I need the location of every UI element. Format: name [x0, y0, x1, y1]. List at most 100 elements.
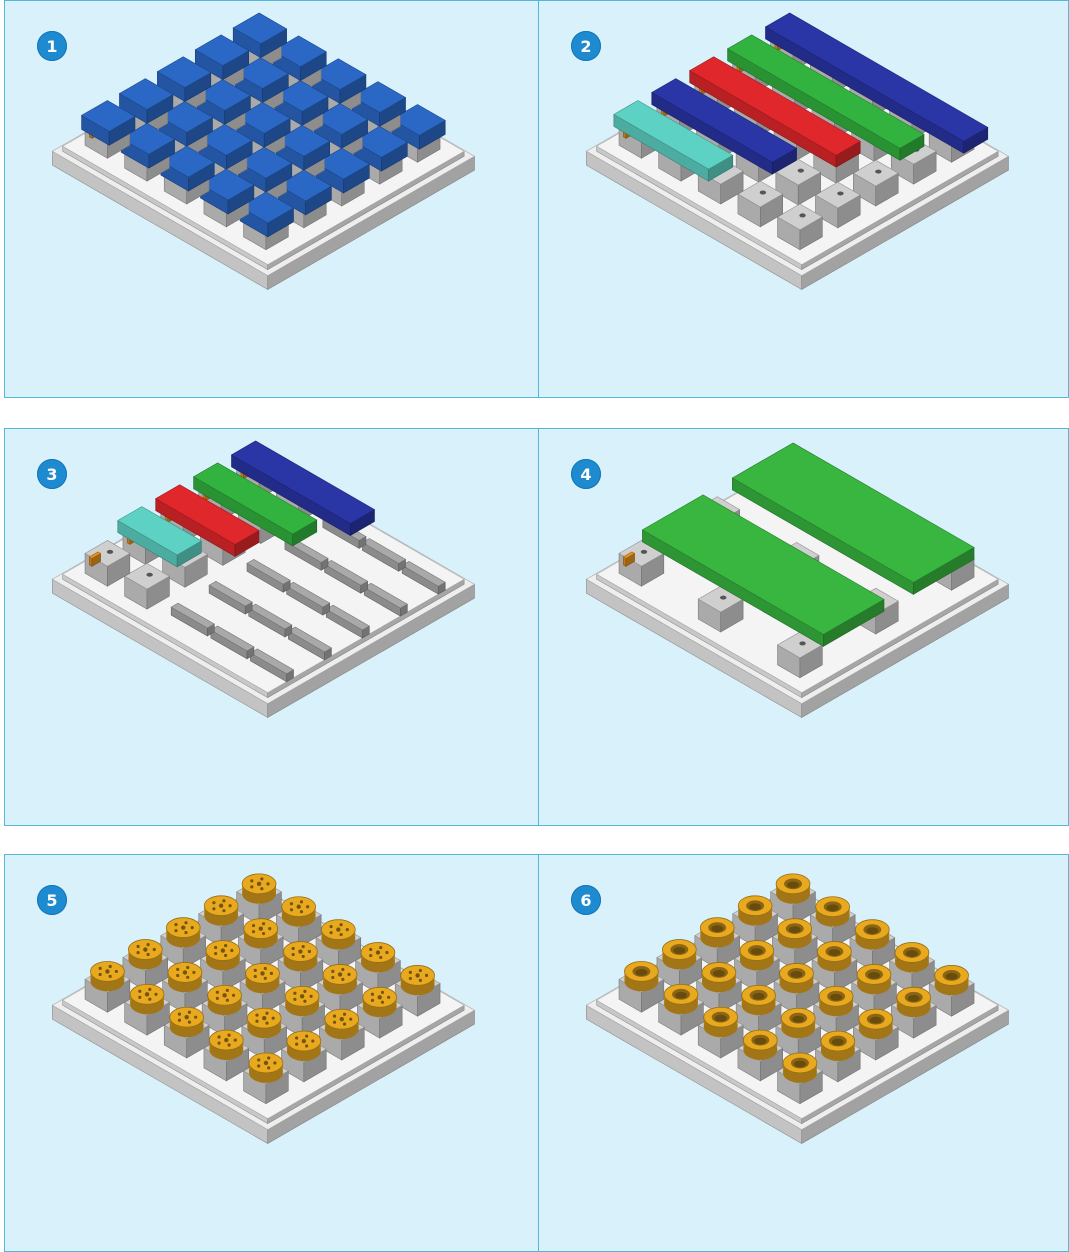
part-hole	[255, 1020, 258, 1023]
part-bore-inner	[832, 1039, 844, 1046]
part-hole	[267, 1066, 270, 1069]
part-hole	[148, 998, 151, 1001]
ring-workpiece	[819, 986, 853, 1016]
part-hole	[371, 999, 374, 1002]
part-center-hole	[302, 1039, 306, 1043]
part-center-hole	[181, 925, 185, 929]
panel-4: 4	[538, 428, 1069, 826]
ring-workpiece	[776, 874, 810, 904]
part-center-hole	[376, 950, 380, 954]
part-center-hole	[143, 947, 147, 951]
panel-1: 1	[4, 0, 539, 398]
part-bore-inner	[794, 1061, 806, 1068]
gear-workpiece	[247, 1008, 281, 1038]
ring-workpiece	[743, 1030, 777, 1060]
part-hole	[174, 923, 177, 926]
ring-workpiece	[855, 920, 889, 950]
part-hole	[147, 943, 150, 946]
part-hole	[214, 946, 217, 949]
part-hole	[369, 954, 372, 957]
part-hole	[115, 970, 118, 973]
part-hole	[295, 1043, 298, 1046]
ring-workpiece	[662, 940, 696, 970]
part-hole	[265, 1022, 268, 1025]
part-hole	[302, 945, 305, 948]
part-hole	[308, 950, 311, 953]
part-hole	[176, 974, 179, 977]
gear-workpiece	[168, 962, 202, 992]
part-hole	[303, 1000, 306, 1003]
gear-workpiece	[361, 943, 395, 973]
part-hole	[310, 995, 313, 998]
ring-workpiece	[700, 918, 734, 948]
ring-workpiece	[816, 897, 850, 927]
part-hole	[302, 955, 305, 958]
part-hole	[270, 972, 273, 975]
part-hole	[216, 997, 219, 1000]
part-bore-inner	[711, 925, 723, 932]
part-hole	[346, 928, 349, 931]
part-hole	[379, 946, 382, 949]
ring-workpiece	[817, 942, 851, 972]
gear-workpiece	[204, 896, 238, 926]
vise-bolt-hole	[799, 213, 805, 217]
vise-bolt-hole	[798, 169, 804, 173]
panel-2: 2	[538, 0, 1069, 398]
part-bore-inner	[792, 1016, 804, 1023]
part-hole	[227, 1043, 230, 1046]
part-hole	[217, 1042, 220, 1045]
part-hole	[333, 1015, 336, 1018]
gear-workpiece	[325, 1009, 359, 1039]
part-hole	[293, 992, 296, 995]
part-hole	[212, 901, 215, 904]
ring-workpiece	[783, 1053, 817, 1083]
part-hole	[188, 1011, 191, 1014]
gear-workpiece	[249, 1053, 283, 1083]
fixture-assembly	[52, 874, 474, 1144]
gear-workpiece	[209, 1030, 243, 1060]
fixture-illustration-2	[539, 1, 1068, 397]
part-hole	[409, 977, 412, 980]
part-hole	[266, 882, 269, 885]
part-hole	[217, 1035, 220, 1038]
part-hole	[265, 1012, 268, 1015]
part-hole	[293, 998, 296, 1001]
part-hole	[341, 968, 344, 971]
panel-3: 3	[4, 428, 539, 826]
part-hole	[184, 921, 187, 924]
part-hole	[371, 993, 374, 996]
fixture-illustration-6	[539, 855, 1068, 1251]
part-bore-inner	[870, 1017, 882, 1024]
part-hole	[252, 930, 255, 933]
part-hole	[109, 975, 112, 978]
gear-workpiece	[321, 920, 355, 950]
part-center-hole	[105, 969, 109, 973]
part-hole	[255, 1014, 258, 1017]
part-hole	[425, 974, 428, 977]
vise-bolt-hole	[760, 191, 766, 195]
fixture-illustration-1	[5, 1, 538, 397]
part-bore-inner	[753, 993, 765, 1000]
part-center-hole	[257, 882, 261, 886]
part-hole	[252, 924, 255, 927]
fixture-illustration-4	[539, 429, 1068, 825]
vise-bolt-hole	[107, 550, 113, 554]
vise-bolt-hole	[799, 641, 805, 645]
ring-workpiece	[857, 964, 891, 994]
part-bore-inner	[713, 970, 725, 977]
part-center-hole	[259, 926, 263, 930]
part-hole	[387, 996, 390, 999]
part-hole	[216, 991, 219, 994]
part-hole	[369, 948, 372, 951]
gear-workpiece	[166, 918, 200, 948]
part-hole	[222, 899, 225, 902]
part-hole	[379, 956, 382, 959]
part-center-hole	[298, 949, 302, 953]
ring-workpiece	[935, 965, 969, 995]
part-hole	[290, 902, 293, 905]
fixture-illustration-5	[5, 855, 538, 1251]
part-bore-inner	[754, 1038, 766, 1045]
gear-workpiece	[208, 985, 242, 1015]
panel-5: 5	[4, 854, 539, 1252]
part-hole	[136, 951, 139, 954]
